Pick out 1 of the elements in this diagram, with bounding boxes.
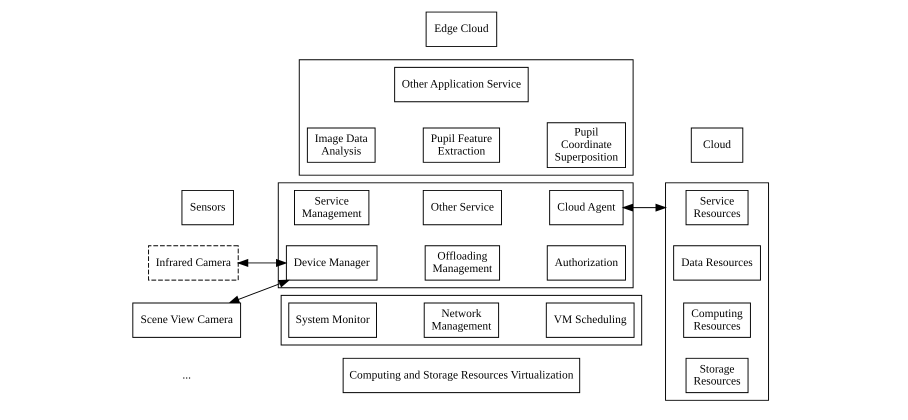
label: ... xyxy=(182,369,190,382)
